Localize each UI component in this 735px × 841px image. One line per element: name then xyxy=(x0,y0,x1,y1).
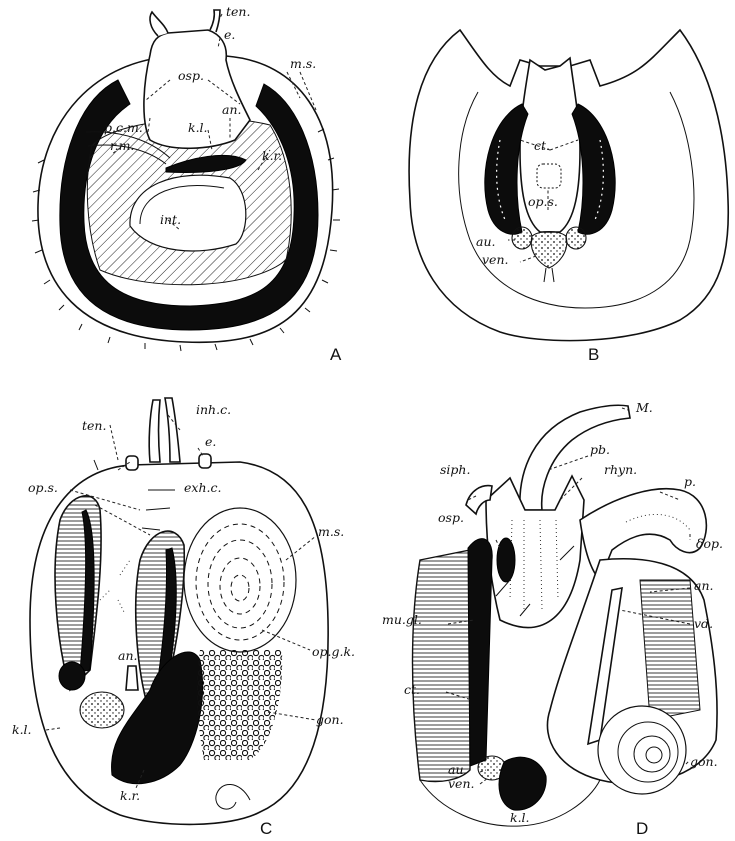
label-ten: ten. xyxy=(226,4,250,19)
label-ven-d: ven. xyxy=(448,776,474,791)
auricle-left xyxy=(512,227,532,249)
anus-c xyxy=(126,666,138,690)
mucus-gland xyxy=(413,550,471,782)
label-int: int. xyxy=(160,212,181,227)
panel-letter-b: B xyxy=(588,345,599,364)
label-au-d: au. xyxy=(448,762,467,777)
osphradium-d xyxy=(497,538,515,582)
panel-letter-d: D xyxy=(636,819,648,838)
panel-d: M. pb. siph. rhyn. p. δop. osp. an. vd. … xyxy=(382,400,723,838)
label-op: δop. xyxy=(696,536,723,551)
label-ten-c: ten. xyxy=(82,418,106,433)
label-pb: pb. xyxy=(590,442,610,457)
panel-a: ten. e. m.s. osp. an. p.c.m. k.l. r.m. k… xyxy=(32,4,342,364)
gonad-spiral-outer xyxy=(598,706,686,794)
tentacle-left xyxy=(150,12,168,36)
label-M: M. xyxy=(635,400,653,415)
label-p: p. xyxy=(684,474,696,489)
label-mugl: mu.gl. xyxy=(382,612,422,627)
label-gon-c: gon. xyxy=(316,712,344,727)
siphon-exhalant xyxy=(165,398,180,462)
panel-c: inh.c. ten. e. op.s. exh.c. m.s. an. op.… xyxy=(12,398,355,838)
tentacle-right-c xyxy=(199,454,211,468)
label-vd: vd. xyxy=(694,616,713,631)
label-rhyn: rhyn. xyxy=(604,462,637,477)
label-an-c: an. xyxy=(118,648,137,663)
label-opgk: op.g.k. xyxy=(312,644,355,659)
label-kl: k.l. xyxy=(188,120,208,135)
label-kl-d: k.l. xyxy=(510,810,530,825)
label-rm: r.m. xyxy=(110,138,134,153)
kidney-left-d xyxy=(499,757,546,810)
panel-letter-a: A xyxy=(330,345,342,364)
panel-b: ct. op.s. au. ven. B xyxy=(409,30,728,364)
anus-strip xyxy=(640,580,700,720)
ctenidium-d xyxy=(468,539,492,766)
siphon-inhalant xyxy=(149,400,160,462)
label-e: e. xyxy=(224,27,235,42)
label-ops: op.s. xyxy=(528,194,558,209)
label-pcm: p.c.m. xyxy=(104,120,143,135)
label-exhc: exh.c. xyxy=(184,480,221,495)
label-inhc: inh.c. xyxy=(196,402,231,417)
label-an: an. xyxy=(222,102,241,117)
label-ms-c: m.s. xyxy=(318,524,344,539)
heart-c xyxy=(80,692,124,728)
label-e-c: e. xyxy=(205,434,216,449)
label-au: au. xyxy=(476,234,495,249)
label-osp: osp. xyxy=(178,68,204,83)
panel-letter-c: C xyxy=(260,819,272,838)
label-ops-c: op.s. xyxy=(28,480,58,495)
label-kr: k.r. xyxy=(262,148,282,163)
label-ven: ven. xyxy=(482,252,508,267)
label-ms: m.s. xyxy=(290,56,316,71)
label-ct: ct. xyxy=(534,138,550,153)
label-an-d: an. xyxy=(694,578,713,593)
label-siph: siph. xyxy=(440,462,470,477)
mantle-sac-c xyxy=(184,508,296,652)
label-ct-d: ct. xyxy=(404,682,420,697)
label-kl-c: k.l. xyxy=(12,722,32,737)
kidney-left-c xyxy=(59,662,85,690)
label-osp-d: osp. xyxy=(438,510,464,525)
label-kr-c: k.r. xyxy=(120,788,140,803)
label-gon-d: gon. xyxy=(690,754,718,769)
auricle-right xyxy=(566,227,586,249)
